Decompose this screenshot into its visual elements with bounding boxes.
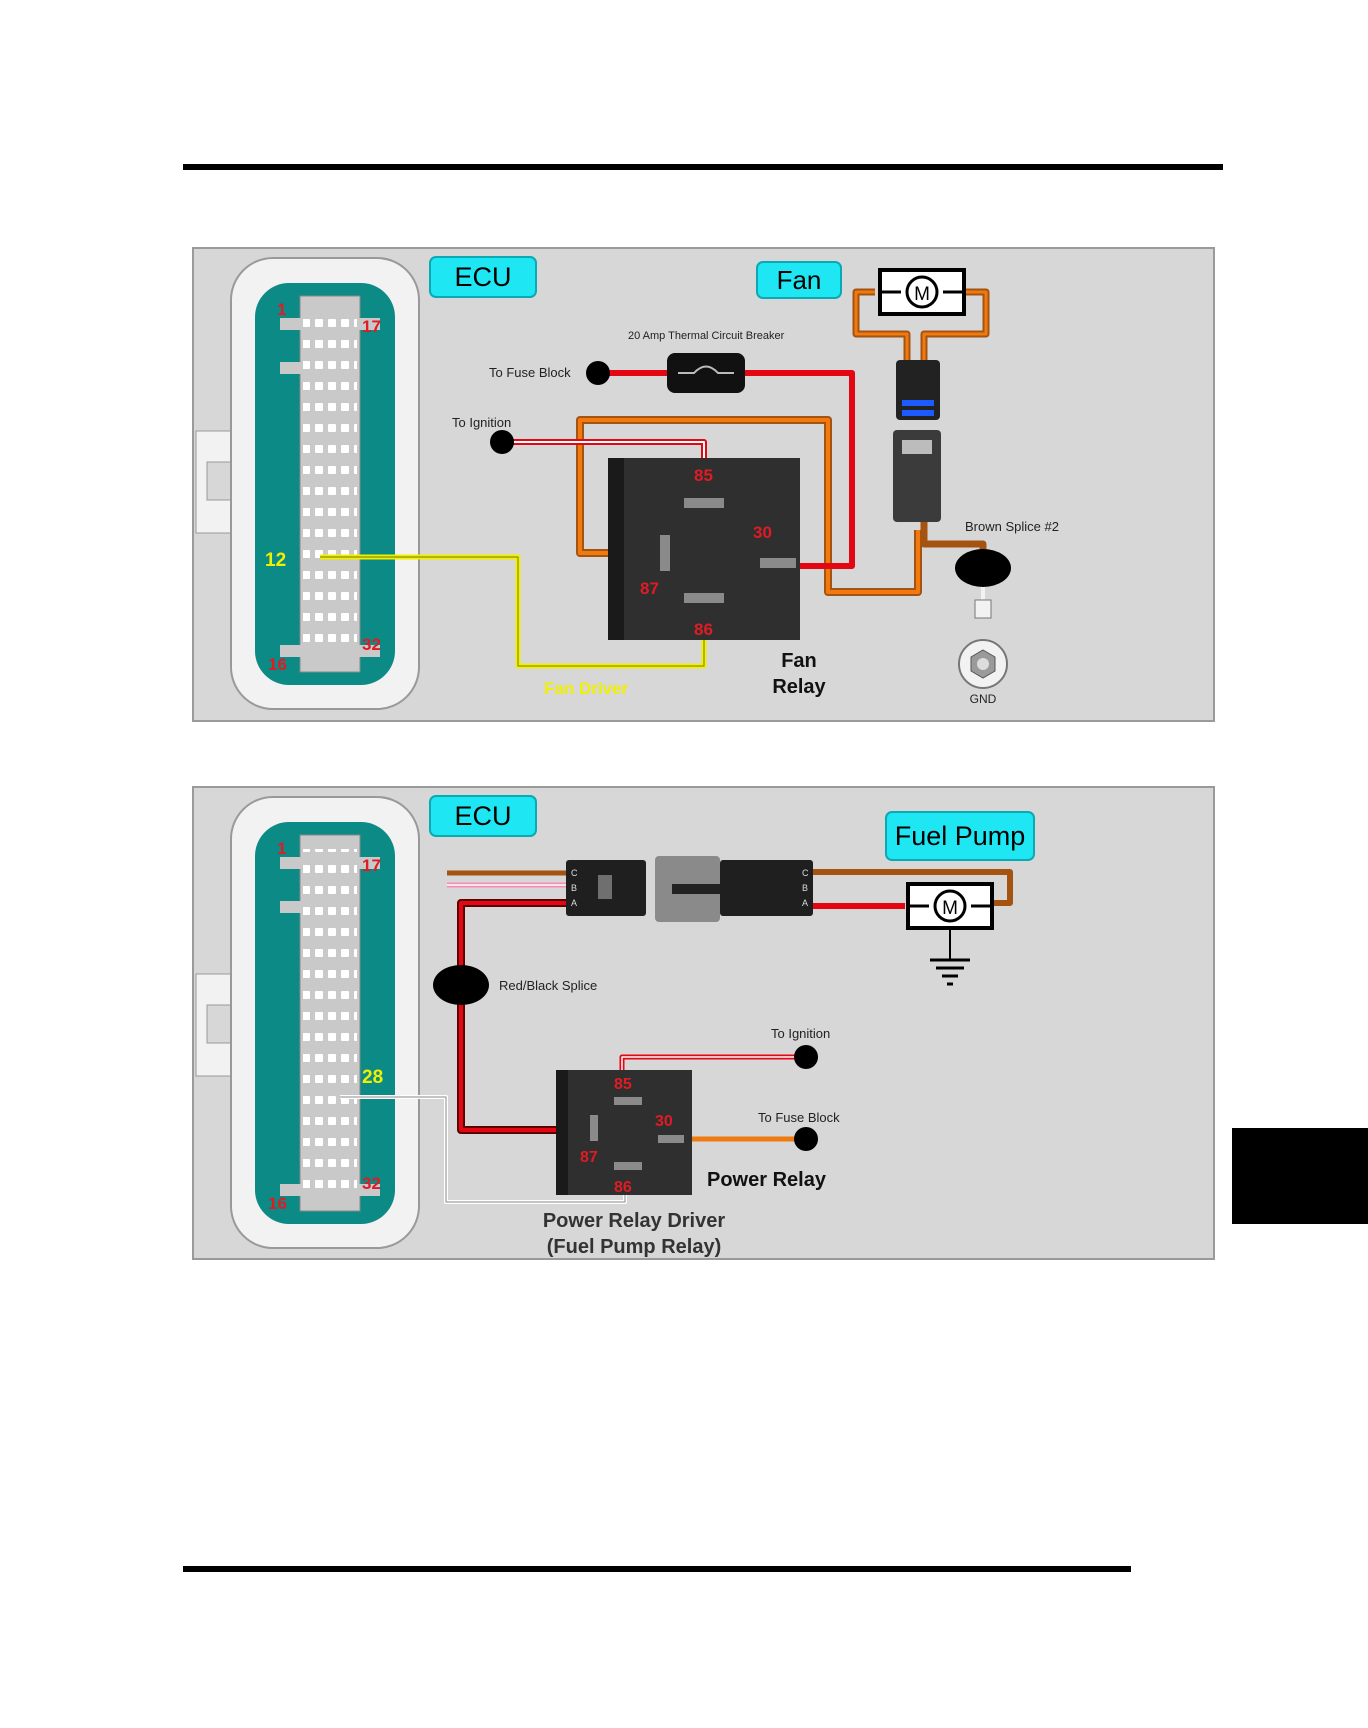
circuit-breaker — [667, 353, 745, 393]
pump-to-fuse-block-label: To Fuse Block — [758, 1110, 840, 1125]
ecu-badge-text: ECU — [454, 262, 511, 292]
power-relay-label: Power Relay — [707, 1169, 827, 1191]
breaker-label: 20 Amp Thermal Circuit Breaker — [628, 330, 785, 342]
ecu2-pin-32-label: 32 — [362, 1174, 381, 1193]
relay-pin-87: 87 — [640, 579, 659, 598]
pump-motor-label: M — [942, 898, 958, 919]
pump-relay-pin-87: 87 — [580, 1149, 598, 1166]
pump-to-ignition-label: To Ignition — [771, 1026, 830, 1041]
pump-ignition-terminal — [794, 1045, 818, 1069]
fan-relay-title-1: Fan — [781, 650, 817, 672]
conn-left-a: A — [571, 898, 577, 908]
ignition-terminal — [490, 430, 514, 454]
pump-relay-pin-86: 86 — [614, 1179, 632, 1196]
to-ignition-label: To Ignition — [452, 415, 511, 430]
pump-relay-pin-30: 30 — [655, 1113, 673, 1130]
fan-relay — [608, 458, 800, 640]
ecu2-pin-1-label: 1 — [277, 839, 286, 858]
to-fuse-block-label: To Fuse Block — [489, 365, 571, 380]
brown-splice — [955, 549, 1011, 587]
pump-fuse-block-terminal — [794, 1127, 818, 1151]
pump-diagram: 1 17 28 16 32 ECU Fuel Pump — [193, 787, 1214, 1259]
power-relay-driver-line2: (Fuel Pump Relay) — [547, 1236, 721, 1258]
conn-left-b: B — [571, 883, 577, 893]
pump-relay-pin-85: 85 — [614, 1076, 632, 1093]
conn-right-b: B — [802, 883, 808, 893]
fan-driver-label: Fan Driver — [544, 679, 628, 698]
gnd-label: GND — [970, 692, 997, 706]
fuse-block-terminal — [586, 361, 610, 385]
fan-badge-text: Fan — [777, 265, 822, 295]
ecu-pin-32-label: 32 — [362, 635, 381, 654]
fan-diagram: 1 17 12 16 32 ECU Fan — [193, 248, 1214, 721]
fuel-pump-badge-text: Fuel Pump — [895, 821, 1026, 851]
ecu-pin-1-label: 1 — [277, 300, 286, 319]
brown-splice-label: Brown Splice #2 — [965, 519, 1059, 534]
pump-harness-connector — [566, 856, 813, 922]
fan-relay-title-2: Relay — [772, 676, 826, 698]
power-relay-driver-line1: Power Relay Driver — [543, 1210, 726, 1232]
ecu2-pin-28-label: 28 — [362, 1067, 383, 1088]
relay-pin-30: 30 — [753, 523, 772, 542]
conn-right-a: A — [802, 898, 808, 908]
red-black-splice-label: Red/Black Splice — [499, 978, 597, 993]
ecu2-pin-16-label: 16 — [268, 1194, 287, 1213]
conn-right-c: C — [802, 868, 809, 878]
red-black-splice — [433, 965, 489, 1005]
relay-pin-86: 86 — [694, 620, 713, 639]
ecu-pin-12-label: 12 — [265, 550, 286, 571]
ecu-pin-17-label: 17 — [362, 317, 381, 336]
ecu-badge-2-text: ECU — [454, 801, 511, 831]
ecu2-pin-17-label: 17 — [362, 856, 381, 875]
conn-left-c: C — [571, 868, 578, 878]
fan-inline-connector — [893, 360, 941, 522]
ecu-pin-16-label: 16 — [268, 655, 287, 674]
relay-pin-85: 85 — [694, 466, 713, 485]
fan-motor-label: M — [914, 284, 930, 305]
